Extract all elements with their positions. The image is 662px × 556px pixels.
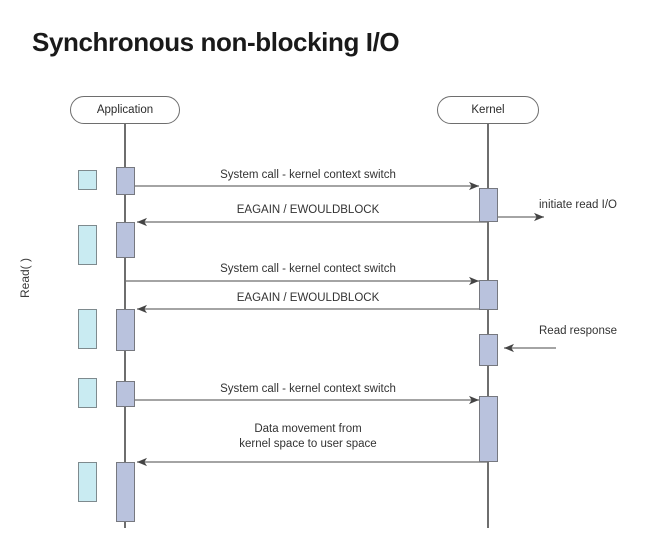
- activation-bar-application: [116, 222, 135, 258]
- activation-bar-application: [116, 381, 135, 407]
- activation-bar-application: [116, 309, 135, 351]
- activation-bar-application: [116, 462, 135, 522]
- state-block: [78, 170, 97, 190]
- activation-bar-kernel: [479, 280, 498, 310]
- read-response-label: Read response: [539, 325, 617, 337]
- message-label-5: System call - kernel context switch: [220, 383, 396, 395]
- page-title: Synchronous non-blocking I/O: [32, 27, 400, 57]
- message-label-4: EAGAIN / EWOULDBLOCK: [236, 292, 380, 304]
- state-block: [78, 225, 97, 265]
- message-label-6-line-1: Data movement from: [254, 423, 362, 435]
- message-label-2: EAGAIN / EWOULDBLOCK: [236, 204, 380, 216]
- participant-application: Application: [70, 96, 180, 124]
- read-call-axis-label: Read( ): [18, 257, 32, 298]
- message-label-6-line-2: kernel space to user space: [239, 438, 377, 450]
- initiate-read-io-label: initiate read I/O: [539, 199, 617, 211]
- activation-bar-application: [116, 167, 135, 195]
- state-block: [78, 462, 97, 502]
- message-label-1: System call - kernel context switch: [220, 169, 396, 181]
- activation-bar-kernel: [479, 334, 498, 366]
- participant-kernel: Kernel: [437, 96, 539, 124]
- state-block: [78, 378, 97, 408]
- activation-bar-kernel: [479, 188, 498, 222]
- message-label-3: System call - kernel contect switch: [220, 263, 396, 275]
- state-block: [78, 309, 97, 349]
- activation-bar-kernel: [479, 396, 498, 462]
